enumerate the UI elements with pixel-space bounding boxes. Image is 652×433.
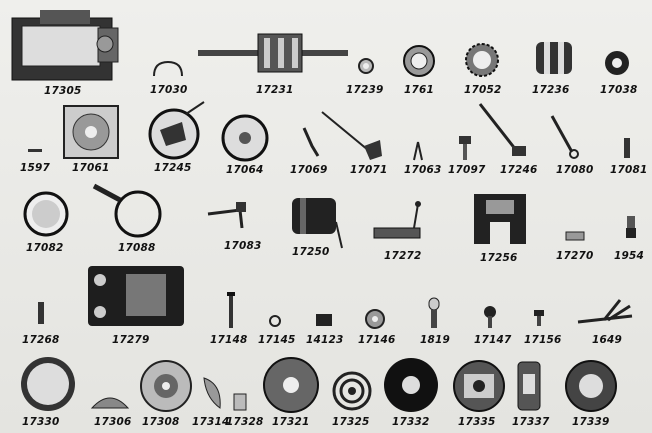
part-17268-label: 17268	[22, 334, 60, 346]
part-14123-image	[316, 314, 332, 326]
part-17148-label: 17148	[210, 334, 248, 346]
part-17239-label: 17239	[346, 84, 384, 96]
part-17270-label: 17270	[556, 250, 594, 262]
part-17306-image	[90, 397, 130, 409]
part-17337-label: 17337	[512, 416, 550, 428]
part-1597-image	[28, 149, 42, 152]
part-17330-image	[21, 357, 75, 411]
part-17146-label: 17146	[358, 334, 396, 346]
part-17335-image	[453, 360, 505, 412]
part-17030-image	[153, 60, 183, 77]
part-17145-label: 17145	[258, 334, 296, 346]
part-17231-image	[198, 33, 348, 73]
part-14123-label: 14123	[306, 334, 344, 346]
part-17306-label: 17306	[94, 416, 132, 428]
part-17305-label: 17305	[44, 85, 82, 97]
part-17279-image	[88, 266, 184, 326]
part-17146-image	[365, 309, 385, 329]
part-17052-label: 17052	[464, 84, 502, 96]
part-17061-label: 17061	[72, 162, 110, 174]
part-17156-label: 17156	[524, 334, 562, 346]
part-17069-label: 17069	[290, 164, 328, 176]
part-17314-label: 17314	[192, 416, 230, 428]
part-1819-label: 1819	[420, 334, 451, 346]
part-17245-label: 17245	[154, 162, 192, 174]
part-17147-label: 17147	[474, 334, 512, 346]
part-1761-label: 1761	[404, 84, 435, 96]
part-17030-label: 17030	[150, 84, 188, 96]
part-17339-image	[565, 360, 617, 412]
part-17038-label: 17038	[600, 84, 638, 96]
part-17148-image	[227, 292, 235, 328]
part-17080-label: 17080	[556, 164, 594, 176]
part-17268-image	[38, 302, 44, 324]
part-17250-image	[292, 198, 343, 249]
part-17097-image	[459, 136, 471, 160]
part-1819-image	[428, 297, 440, 328]
part-17335-label: 17335	[458, 416, 496, 428]
part-17069-image	[302, 127, 320, 157]
part-1761-image	[403, 45, 435, 77]
part-17064-image	[221, 114, 269, 162]
part-17081-label: 17081	[610, 164, 648, 176]
part-17305-image	[11, 10, 119, 81]
part-1597-label: 1597	[20, 162, 51, 174]
part-17063-label: 17063	[404, 164, 442, 176]
part-17082-label: 17082	[26, 242, 64, 254]
part-17061-image	[63, 105, 119, 159]
part-17231-label: 17231	[256, 84, 294, 96]
part-17325-image	[332, 371, 372, 411]
part-17088-image	[92, 183, 162, 238]
part-17332-label: 17332	[392, 416, 430, 428]
part-17239-image	[358, 58, 374, 74]
part-17270-image	[565, 231, 585, 241]
part-17279-label: 17279	[112, 334, 150, 346]
part-17325-label: 17325	[332, 416, 370, 428]
part-17038-image	[605, 51, 629, 75]
part-17083-image	[207, 202, 246, 229]
part-17081-image	[624, 138, 630, 158]
part-17308-image	[140, 360, 192, 412]
part-17246-image	[478, 103, 526, 156]
part-17080-image	[550, 115, 579, 159]
part-17272-image	[373, 201, 421, 239]
part-17321-image	[263, 357, 319, 413]
part-17332-image	[384, 358, 438, 412]
part-17328-label: 17328	[226, 416, 264, 428]
part-17145-image	[269, 315, 281, 327]
part-17147-image	[484, 306, 496, 328]
part-17063-image	[413, 141, 423, 161]
part-17052-image	[465, 43, 499, 77]
part-1649-label: 1649	[592, 334, 623, 346]
part-17330-label: 17330	[22, 416, 60, 428]
part-17308-label: 17308	[142, 416, 180, 428]
part-17236-image	[536, 42, 572, 74]
part-17097-label: 17097	[448, 164, 486, 176]
part-17082-image	[23, 191, 69, 237]
part-17246-label: 17246	[500, 164, 538, 176]
part-17256-label: 17256	[480, 252, 518, 264]
part-17250-label: 17250	[292, 246, 330, 258]
part-17064-label: 17064	[226, 164, 264, 176]
part-17339-label: 17339	[572, 416, 610, 428]
part-17236-label: 17236	[532, 84, 570, 96]
part-17314-image	[203, 377, 221, 409]
part-17337-image	[517, 361, 541, 411]
part-17088-label: 17088	[118, 242, 156, 254]
part-17256-image	[474, 194, 526, 244]
part-1954-image	[626, 216, 636, 238]
part-17156-image	[534, 310, 544, 326]
part-17321-label: 17321	[272, 416, 310, 428]
part-17328-image	[233, 393, 247, 411]
part-17071-label: 17071	[350, 164, 388, 176]
part-1649-image	[577, 299, 633, 324]
part-1954-label: 1954	[614, 250, 645, 262]
part-17245-image	[148, 101, 205, 160]
part-17083-label: 17083	[224, 240, 262, 252]
part-17272-label: 17272	[384, 250, 422, 262]
part-17071-image	[321, 111, 382, 160]
